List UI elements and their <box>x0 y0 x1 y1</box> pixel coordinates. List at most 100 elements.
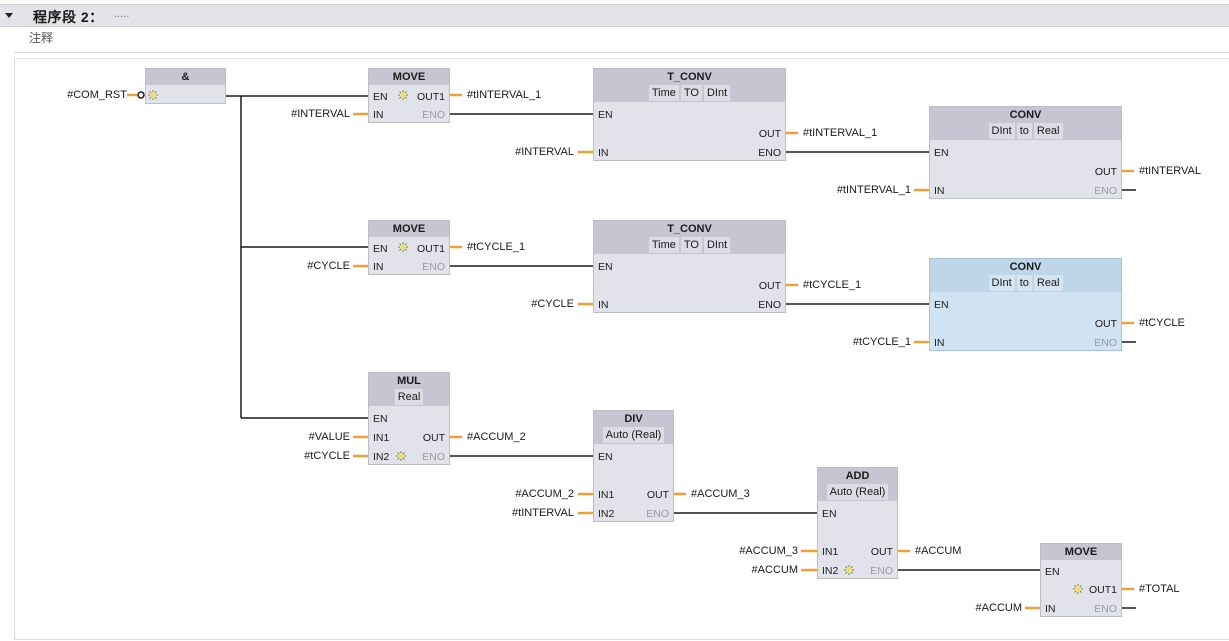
network-title[interactable]: 程序段 2： <box>33 9 104 25</box>
move3-eno-pin[interactable]: ENO <box>1094 603 1117 615</box>
operand-tinterval-1-conv[interactable]: #tINTERVAL_1 <box>803 127 878 139</box>
operand-tinterval[interactable]: #tINTERVAL <box>1139 165 1201 177</box>
move2-out1-pin[interactable]: OUT1 <box>416 243 445 255</box>
conv2-dest-type[interactable]: Real <box>1033 275 1063 291</box>
power-wires <box>226 95 1136 609</box>
operand-tinterval-in2[interactable]: #tINTERVAL <box>512 507 574 519</box>
add-en-pin[interactable]: EN <box>822 508 837 520</box>
operand-accum-3-in[interactable]: #ACCUM_3 <box>739 545 798 557</box>
move2-en-pin[interactable]: EN <box>373 243 388 255</box>
mul-type[interactable]: Real <box>394 389 424 405</box>
move1-out1-pin[interactable]: OUT1 <box>416 91 445 103</box>
collapse-triangle-icon[interactable] <box>2 8 16 22</box>
status-spark-icon <box>398 90 408 100</box>
operand-value[interactable]: #VALUE <box>308 431 350 443</box>
operand-interval-2[interactable]: #INTERVAL <box>515 146 574 158</box>
tconv1-dest-type[interactable]: DInt <box>703 85 731 101</box>
mul-out-pin[interactable]: OUT <box>422 432 445 444</box>
status-spark-icon <box>1073 584 1083 594</box>
operand-accum-2-out[interactable]: #ACCUM_2 <box>467 431 526 443</box>
div-in2-pin[interactable]: IN2 <box>598 508 615 520</box>
move1-en-pin[interactable]: EN <box>373 91 388 103</box>
tconv2-in-pin[interactable]: IN <box>598 299 609 311</box>
move1-eno-pin[interactable]: ENO <box>422 109 445 121</box>
add-out-pin[interactable]: OUT <box>870 546 893 558</box>
div-en-pin[interactable]: EN <box>598 451 613 463</box>
div-type[interactable]: Auto (Real) <box>602 427 665 443</box>
conv2-en-pin[interactable]: EN <box>934 299 949 311</box>
conv1-en-pin[interactable]: EN <box>934 147 949 159</box>
move3-out1-pin[interactable]: OUT1 <box>1088 584 1117 596</box>
tconv2-eno-pin[interactable]: ENO <box>758 299 781 311</box>
conv2-out-pin[interactable]: OUT <box>1094 318 1117 330</box>
operand-com-rst[interactable]: #COM_RST <box>67 89 127 101</box>
move2-eno-pin[interactable]: ENO <box>422 261 445 273</box>
operand-tinterval-1-in[interactable]: #tINTERVAL_1 <box>836 184 911 196</box>
operand-interval[interactable]: #INTERVAL <box>291 108 350 120</box>
conv1-out-pin[interactable]: OUT <box>1094 166 1117 178</box>
add-in2-pin[interactable]: IN2 <box>822 565 839 577</box>
div-eno-pin[interactable]: ENO <box>646 508 669 520</box>
div-in1-pin[interactable]: IN1 <box>598 489 615 501</box>
tconv2-dest-type[interactable]: DInt <box>703 237 731 253</box>
add-type[interactable]: Auto (Real) <box>826 484 889 500</box>
tconv1-en-pin[interactable]: EN <box>598 109 613 121</box>
conv2-in-pin[interactable]: IN <box>934 337 945 349</box>
operand-tinterval-1-out[interactable]: #tINTERVAL_1 <box>467 89 542 101</box>
operand-tcycle-1-in[interactable]: #tCYCLE_1 <box>852 336 911 348</box>
move-block-3[interactable]: MOVE EN OUT1 IN ENO <box>1040 543 1122 617</box>
comment-divider <box>14 52 1229 53</box>
negate-circle-icon <box>137 91 145 99</box>
operand-accum-move-in[interactable]: #ACCUM <box>975 602 1022 614</box>
tconv1-eno-pin[interactable]: ENO <box>758 147 781 159</box>
mul-in2-pin[interactable]: IN2 <box>373 451 390 463</box>
network-title-placeholder[interactable]: ..... <box>114 8 130 20</box>
conv2-eno-pin[interactable]: ENO <box>1094 337 1117 349</box>
mul-block[interactable]: MUL Real EN IN1 OUT IN2 ENO <box>368 372 450 465</box>
tconv1-in-pin[interactable]: IN <box>598 147 609 159</box>
div-block[interactable]: DIV Auto (Real) EN IN1 OUT IN2 ENO <box>593 410 674 522</box>
tconv2-en-pin[interactable]: EN <box>598 261 613 273</box>
operand-accum-in2[interactable]: #ACCUM <box>751 564 798 576</box>
conv2-from-type[interactable]: DInt <box>988 275 1015 291</box>
move-block-1[interactable]: MOVE EN OUT1 IN ENO <box>368 68 450 123</box>
operand-tcycle-in2[interactable]: #tCYCLE <box>304 450 350 462</box>
and-block[interactable]: & <box>145 68 226 104</box>
network-comment[interactable]: 注释 <box>29 31 54 45</box>
tconv2-from-type[interactable]: Time <box>648 237 679 253</box>
move2-in-pin[interactable]: IN <box>373 261 384 273</box>
conv1-eno-pin[interactable]: ENO <box>1094 185 1117 197</box>
operand-total[interactable]: #TOTAL <box>1139 583 1180 595</box>
move-block-2[interactable]: MOVE EN OUT1 IN ENO <box>368 220 450 275</box>
mul-eno-pin[interactable]: ENO <box>422 451 445 463</box>
operand-cycle[interactable]: #CYCLE <box>307 260 350 272</box>
move-block-2-title: MOVE <box>392 223 426 235</box>
div-out-pin[interactable]: OUT <box>646 489 669 501</box>
mul-in1-pin[interactable]: IN1 <box>373 432 390 444</box>
operand-cycle-2[interactable]: #CYCLE <box>531 298 574 310</box>
tconv1-out-pin[interactable]: OUT <box>758 128 781 140</box>
conv1-dest-type[interactable]: Real <box>1033 123 1063 139</box>
conv1-from-type[interactable]: DInt <box>988 123 1015 139</box>
operand-tcycle[interactable]: #tCYCLE <box>1139 317 1185 329</box>
pin-stubs <box>127 93 1134 610</box>
add-eno-pin[interactable]: ENO <box>870 565 893 577</box>
operand-tcycle-1-conv[interactable]: #tCYCLE_1 <box>803 279 862 291</box>
operand-tcycle-1-out[interactable]: #tCYCLE_1 <box>467 241 526 253</box>
operand-accum-3-out[interactable]: #ACCUM_3 <box>691 488 750 500</box>
add-in1-pin[interactable]: IN1 <box>822 546 839 558</box>
move1-in-pin[interactable]: IN <box>373 109 384 121</box>
move3-in-pin[interactable]: IN <box>1045 603 1056 615</box>
mul-en-pin[interactable]: EN <box>373 413 388 425</box>
tconv1-from-type[interactable]: Time <box>648 85 679 101</box>
operand-accum-2-in[interactable]: #ACCUM_2 <box>515 488 574 500</box>
operand-accum-out[interactable]: #ACCUM <box>915 545 962 557</box>
add-block[interactable]: ADD Auto (Real) EN IN1 OUT IN2 ENO <box>817 467 898 579</box>
tconv2-out-pin[interactable]: OUT <box>758 280 781 292</box>
conv1-in-pin[interactable]: IN <box>934 185 945 197</box>
move3-en-pin[interactable]: EN <box>1045 566 1060 578</box>
